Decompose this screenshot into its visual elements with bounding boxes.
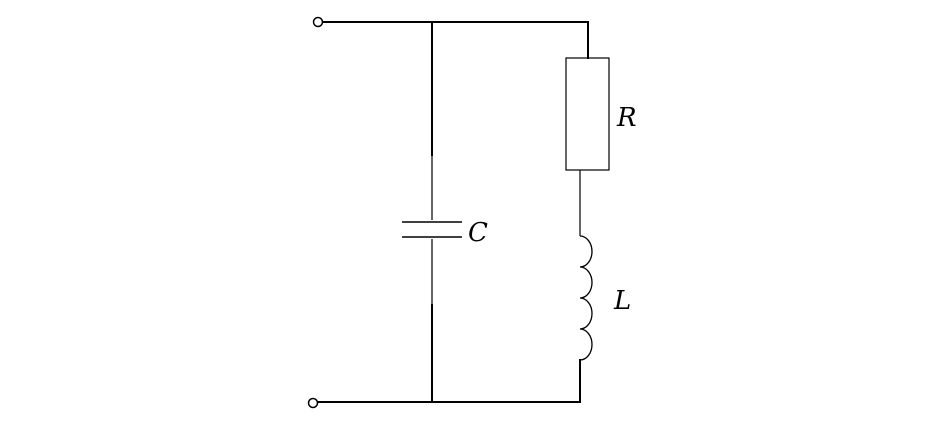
capacitor-label: C [468,218,488,248]
top-terminal [312,16,324,28]
resistor-label: R [616,103,637,133]
resistor-body [565,57,610,171]
inductor-label: L [613,286,631,316]
bottom-terminal [307,397,319,409]
inductor-coil [579,235,593,361]
